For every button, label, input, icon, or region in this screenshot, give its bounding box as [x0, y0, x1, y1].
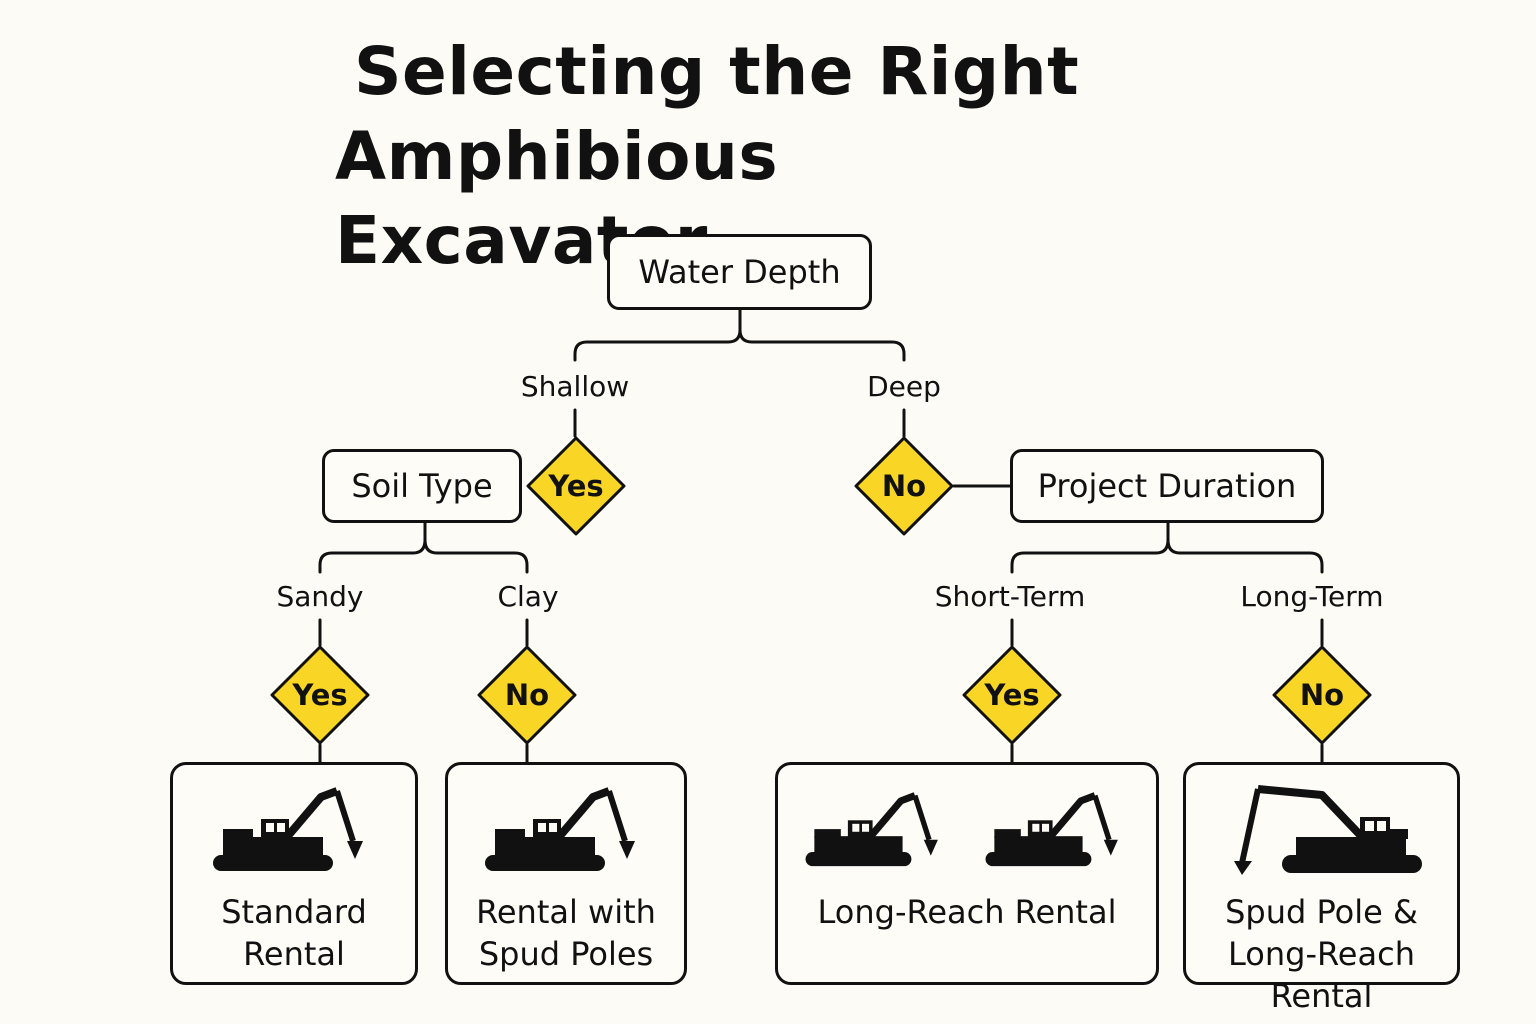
branch-label-deep: Deep [867, 370, 941, 403]
node-soil-type: Soil Type [322, 449, 522, 523]
branch-label-shallow: Shallow [520, 370, 630, 403]
diamond-shape [526, 436, 626, 536]
diamond-shape [1272, 645, 1372, 745]
result-icons [1186, 775, 1457, 885]
excavator-icon [209, 775, 379, 885]
branch-label-clay: Clay [497, 580, 559, 613]
diamond-shallow-answer: Yes [548, 469, 604, 503]
result-standard-line2: Rental [243, 935, 345, 973]
result-icons [173, 775, 415, 885]
branch-label-sandy: Sandy [276, 580, 364, 613]
branch-label-long-term: Long-Term [1240, 580, 1384, 613]
diamond-shape [854, 436, 954, 536]
result-icons [448, 775, 684, 885]
result-standard-line1: Standard [221, 893, 367, 931]
node-water-depth: Water Depth [607, 234, 872, 310]
excavator-icon [802, 775, 952, 885]
diamond-sandy-answer: Yes [292, 678, 348, 712]
diamond-clay-answer: No [504, 678, 550, 712]
node-water-depth-label: Water Depth [638, 253, 841, 291]
result-long-reach-line1: Long-Reach Rental [817, 893, 1117, 931]
long-reach-excavator-icon [1212, 775, 1432, 885]
excavator-icon [982, 775, 1132, 885]
diamond-short-term-answer: Yes [984, 678, 1040, 712]
result-spud-line2: Spud Poles [478, 935, 654, 973]
result-spud-long-reach: Spud Pole & Long-Reach Rental [1183, 762, 1460, 1015]
node-soil-type-label: Soil Type [351, 467, 493, 505]
branch-label-short-term: Short-Term [934, 580, 1086, 613]
diamond-clay: No [477, 645, 577, 745]
result-icons [778, 775, 1156, 885]
result-spud-long-line1: Spud Pole & [1225, 893, 1418, 931]
diamond-deep-answer: No [881, 469, 927, 503]
diamond-short-term: Yes [962, 645, 1062, 745]
diamond-long-term: No [1272, 645, 1372, 745]
node-project-duration: Project Duration [1010, 449, 1324, 523]
diamond-deep: No [854, 436, 954, 536]
result-long-reach-rental: Long-Reach Rental [775, 762, 1159, 985]
excavator-icon [481, 775, 651, 885]
result-standard-rental: Standard Rental [170, 762, 418, 985]
diamond-long-term-answer: No [1299, 678, 1345, 712]
diamond-shape [270, 645, 370, 745]
diamond-shallow: Yes [526, 436, 626, 536]
node-project-duration-label: Project Duration [1037, 467, 1297, 505]
title-line-1: Selecting the Right [354, 33, 1080, 110]
result-spud-line1: Rental with [476, 893, 656, 931]
diamond-shape [962, 645, 1062, 745]
result-spud-long-line2: Long-Reach Rental [1228, 935, 1415, 1015]
diamond-shape [477, 645, 577, 745]
result-rental-spud-poles: Rental with Spud Poles [445, 762, 687, 985]
diamond-sandy: Yes [270, 645, 370, 745]
